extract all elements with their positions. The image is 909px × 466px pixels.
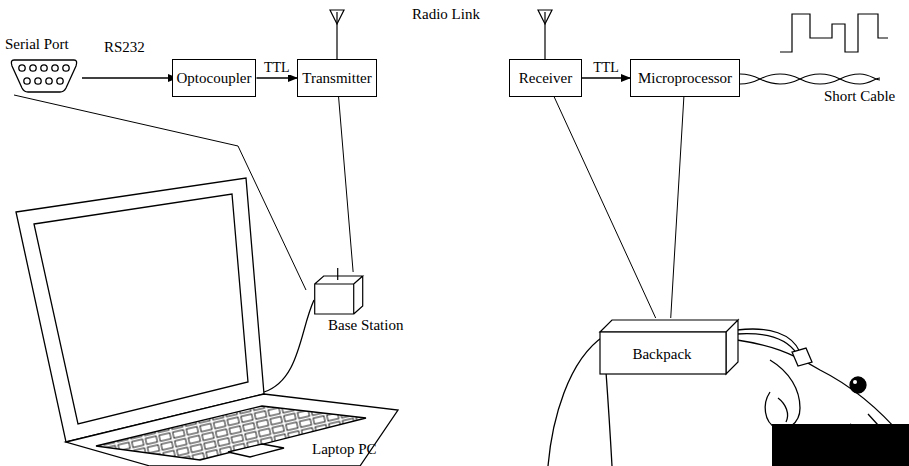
process-box: Microprocessor	[630, 59, 740, 97]
signal-arrow	[582, 77, 630, 78]
leader-line	[671, 97, 684, 318]
process-box: Transmitter	[297, 59, 377, 97]
leader-line	[339, 97, 354, 272]
text-label: Laptop PC	[312, 441, 377, 458]
node-text: Base Station	[328, 317, 403, 334]
edge-label: TTL	[592, 60, 620, 75]
process-box: Optocoupler	[172, 59, 257, 97]
node-text: Backpack	[632, 346, 691, 363]
node-text: Receiver	[519, 70, 572, 87]
node-text: Transmitter	[302, 70, 371, 87]
node-text: Microprocessor	[638, 70, 732, 87]
twisted-cable	[740, 74, 880, 84]
leader-line	[554, 97, 655, 318]
text-label: Radio Link	[412, 6, 480, 23]
pulse-waveform	[780, 14, 888, 52]
rs232-arrow	[82, 77, 177, 78]
node-text: Optocoupler	[177, 70, 252, 87]
text-label: Short Cable	[824, 88, 895, 105]
serial-port-connector	[11, 60, 76, 92]
backpack-box: Backpack	[598, 318, 740, 376]
base-station-box: Base Station	[306, 272, 405, 334]
process-box: Receiver	[509, 59, 582, 97]
text-label: Serial Port	[5, 36, 69, 53]
text-label: RS232	[104, 39, 145, 56]
edge-label: TTL	[263, 60, 291, 75]
signal-arrow	[256, 77, 297, 78]
redaction-block	[772, 424, 909, 466]
